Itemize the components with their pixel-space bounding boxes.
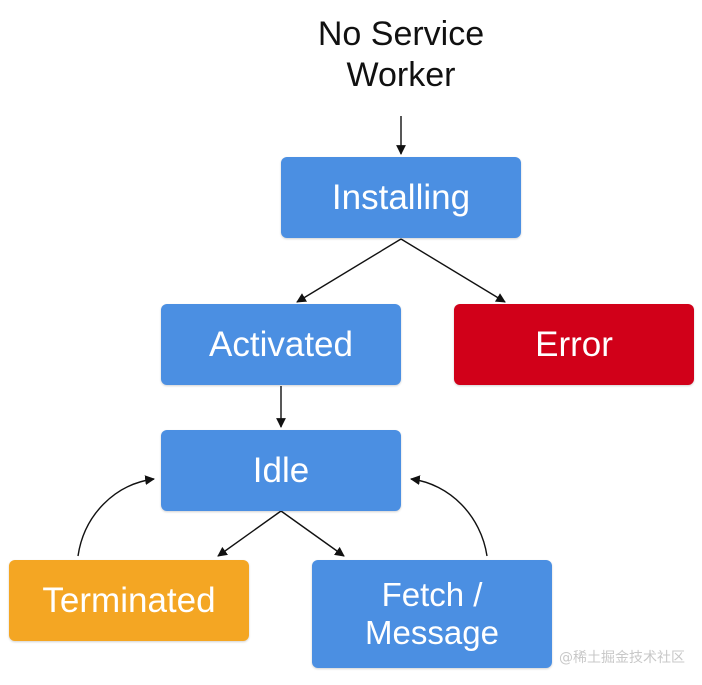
- edge-installing-to-activated: [296, 238, 402, 303]
- edge-idle-to-fetch-message: [280, 510, 345, 557]
- edge-terminated-to-idle: [77, 475, 155, 557]
- error-node-label: Error: [535, 324, 613, 364]
- terminated-node: Terminated: [9, 560, 249, 641]
- fetch-message-line-2: Message: [365, 614, 499, 651]
- error-node: Error: [454, 304, 694, 385]
- fetch-message-line-1: Fetch /: [381, 576, 483, 613]
- start-label-line-1: No Service: [317, 15, 485, 53]
- activated-node-label: Activated: [209, 324, 353, 364]
- watermark-text: @稀土掘金技术社区: [559, 650, 685, 666]
- idle-node-label: Idle: [252, 450, 310, 490]
- start-label-line-2: Worker: [346, 56, 456, 94]
- installing-node: Installing: [281, 157, 521, 238]
- fetch-message-node-label: Fetch / Message: [365, 576, 499, 652]
- activated-node: Activated: [161, 304, 401, 385]
- edge-installing-to-error: [400, 238, 506, 303]
- edge-fetch-message-to-idle: [410, 475, 488, 557]
- installing-node-label: Installing: [331, 177, 471, 217]
- terminated-node-label: Terminated: [42, 580, 216, 620]
- idle-node: Idle: [161, 430, 401, 511]
- edge-idle-to-terminated: [217, 510, 282, 557]
- start-state-label: No Service Worker: [270, 14, 532, 96]
- fetch-message-node: Fetch / Message: [312, 560, 552, 668]
